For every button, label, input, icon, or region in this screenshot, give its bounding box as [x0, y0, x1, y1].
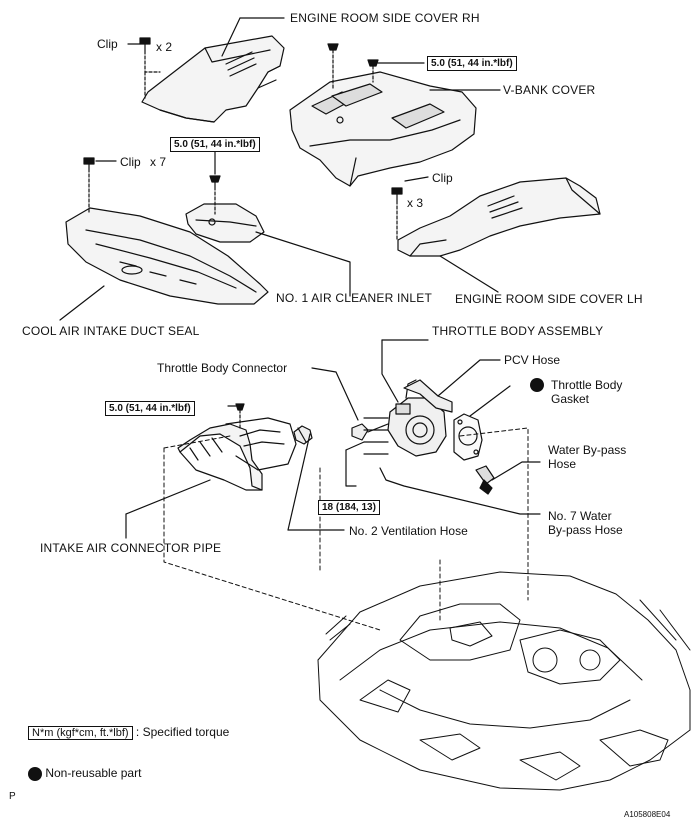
- nonreusable-dot-icon: [530, 377, 544, 392]
- label-pcv-hose: PCV Hose: [504, 353, 561, 367]
- intake-pipe-bolt: [227, 403, 245, 431]
- label-intake-pipe: INTAKE AIR CONNECTOR PIPE: [40, 541, 222, 555]
- torque-air-cleaner: 5.0 (51, 44 in.*lbf): [170, 137, 260, 152]
- clip-lh-icon: [391, 176, 429, 241]
- label-throttle-body-assembly: THROTTLE BODY ASSEMBLY: [432, 324, 604, 338]
- label-water-bypass-line1: Water By-pass: [548, 443, 627, 457]
- label-gasket-line1: Throttle Body: [551, 378, 623, 392]
- label-side-cover-lh: ENGINE ROOM SIDE COVER LH: [455, 292, 643, 306]
- legend-nonreusable-dot-icon: [28, 766, 42, 781]
- label-clip-rh: Clip: [97, 37, 118, 51]
- cool-air-seal-part: [65, 207, 269, 305]
- clip-seal-icon: [83, 157, 117, 215]
- label-air-cleaner-inlet: NO. 1 AIR CLEANER INLET: [276, 291, 432, 305]
- label-clip-seal: Clip: [120, 155, 141, 169]
- label-clip-seal-qty: x 7: [150, 155, 167, 169]
- legend-torque: N*m (kgf*cm, ft.*lbf) : Specified torque: [28, 725, 229, 740]
- water-bypass-hose-part: [475, 465, 495, 495]
- nonreusable-gasket-marker: [530, 377, 544, 392]
- torque-intake-pipe: 5.0 (51, 44 in.*lbf): [105, 401, 195, 416]
- label-side-cover-rh: ENGINE ROOM SIDE COVER RH: [290, 11, 480, 25]
- leader-throttle-assembly: [381, 339, 399, 403]
- legend-torque-box: N*m (kgf*cm, ft.*lbf): [28, 726, 133, 740]
- side-cover-lh-part: [397, 177, 601, 257]
- label-v-bank-cover: V-BANK COVER: [503, 83, 596, 97]
- gasket-part: [453, 413, 483, 461]
- label-throttle-connector: Throttle Body Connector: [157, 361, 288, 375]
- leader-pcv-hose: [437, 359, 501, 397]
- label-clip-lh: Clip: [432, 171, 453, 185]
- throttle-connector-part: [351, 423, 389, 441]
- label-gasket-line2: Gasket: [551, 392, 590, 406]
- legend-torque-text: : Specified torque: [135, 725, 230, 739]
- v-bank-fasteners: [327, 43, 425, 89]
- label-cool-air-seal: COOL AIR INTAKE DUCT SEAL: [22, 324, 200, 338]
- footer-left: P: [9, 791, 16, 802]
- leader-water-bypass: [491, 461, 541, 481]
- air-cleaner-bolt: [209, 151, 221, 215]
- throttle-bolts: [345, 417, 389, 487]
- label-water-bypass-line2: Hose: [548, 457, 577, 471]
- leader-air-cleaner: [255, 231, 351, 297]
- leader-ventilation-hose: [287, 433, 345, 531]
- label-clip-rh-qty: x 2: [156, 40, 173, 54]
- leader-throttle-connector: [311, 367, 359, 421]
- label-no7-line2: By-pass Hose: [548, 523, 623, 537]
- label-ventilation-hose: No. 2 Ventilation Hose: [349, 524, 468, 538]
- legend-nonreusable-text: Non-reusable part: [45, 766, 142, 780]
- leader-cool-air-seal: [59, 285, 105, 321]
- leader-no7-water-bypass: [379, 467, 541, 515]
- torque-v-bank: 5.0 (51, 44 in.*lbf): [427, 56, 517, 71]
- torque-throttle: 18 (184, 13): [318, 500, 380, 515]
- leader-gasket: [469, 385, 511, 417]
- intake-pipe-part: [177, 417, 297, 491]
- leader-side-cover-lh: [439, 255, 499, 293]
- label-clip-lh-qty: x 3: [407, 196, 424, 210]
- engine-bay-sketch: [317, 571, 691, 791]
- v-bank-cover-part: [289, 71, 477, 187]
- footer-figure-id: A105808E04: [624, 810, 671, 819]
- label-no7-line1: No. 7 Water: [548, 509, 612, 523]
- clip-rh-icon: [127, 37, 161, 99]
- legend-nonreusable: Non-reusable part: [28, 766, 141, 781]
- throttle-body-part: [387, 379, 447, 457]
- air-cleaner-inlet-part: [185, 203, 265, 243]
- ventilation-hose-part: [293, 425, 313, 445]
- side-cover-rh-part: [141, 35, 285, 123]
- pcv-hose-part: [403, 379, 453, 413]
